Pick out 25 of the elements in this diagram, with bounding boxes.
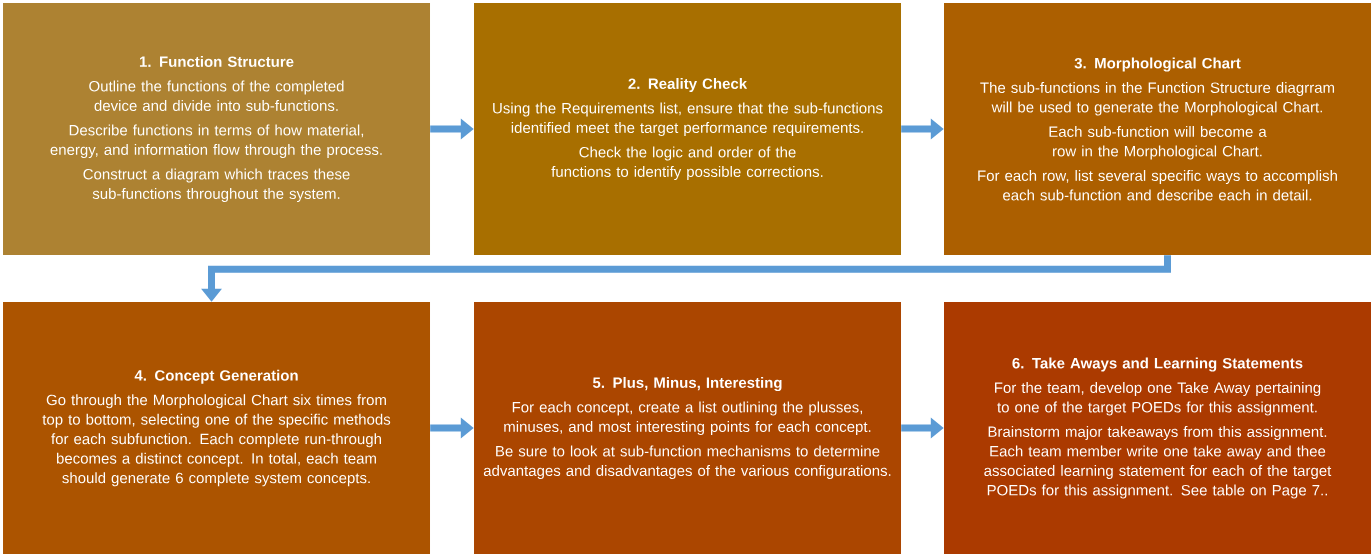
box-text: Using the Requirements list, ensure that the sub-functions identified meet the target performance requirements.: [493, 102, 883, 136]
step-box: [944, 302, 1371, 554]
box-text: Check the logic and order of the functions to identify possible corrections.: [551, 146, 823, 180]
box-text: Be sure to look at sub-function mechanisms to determine advantages and disadvantages of the various configurations.: [483, 445, 891, 479]
box-text: For each row, list several specific ways to accomplish each sub-function and describe each in detail.: [978, 170, 1337, 201]
box-text: Outline the functions of the completed device and divide into sub-functions.: [89, 80, 344, 111]
step-box: [474, 302, 901, 554]
box-text: Each sub-function will become a row in the Morphological Chart.: [1049, 126, 1267, 160]
box-text: For the team, develop one Take Away pertaining to one of the target POEDs for this assignment.: [995, 382, 1321, 416]
box-heading: 6. Take Aways and Learning Statements: [1012, 357, 1303, 372]
step-box: [3, 302, 430, 554]
step-box: [3, 3, 430, 255]
box-heading: 2. Reality Check: [628, 78, 748, 92]
box-text: Describe functions in terms of how material, energy, and information flow through the process.: [50, 124, 382, 158]
step-box: [474, 3, 901, 255]
box-text: Brainstorm major takeaways from this assignment. Each team member write one take away and thee associated learning statement for each of the target POEDs for this assignment. See table on Page 7..: [984, 426, 1332, 499]
box-heading: 3. Morphological Chart: [1074, 57, 1241, 72]
box-text: Go through the Morphological Chart six times from top to bottom, selecting one of the specific methods for each subfunction. Each complete run-through becomes a distinct concept. In total, each team should generate 6 complete system concepts.: [42, 394, 391, 487]
box-heading: 5. Plus, Minus, Interesting: [592, 377, 782, 392]
box-heading: 1. Function Structure: [139, 56, 294, 67]
step-box: [944, 3, 1371, 255]
box-heading: 4. Concept Generation: [134, 369, 298, 384]
box-text: Construct a diagram which traces these sub-functions throughout the system.: [83, 168, 350, 202]
box-text: The sub-functions in the Function Structure diagrram will be used to generate the Morphological Chart.: [980, 82, 1335, 116]
box-text: For each concept, create a list outlining the plusses, minuses, and most interesting points for each concept.: [504, 401, 871, 435]
